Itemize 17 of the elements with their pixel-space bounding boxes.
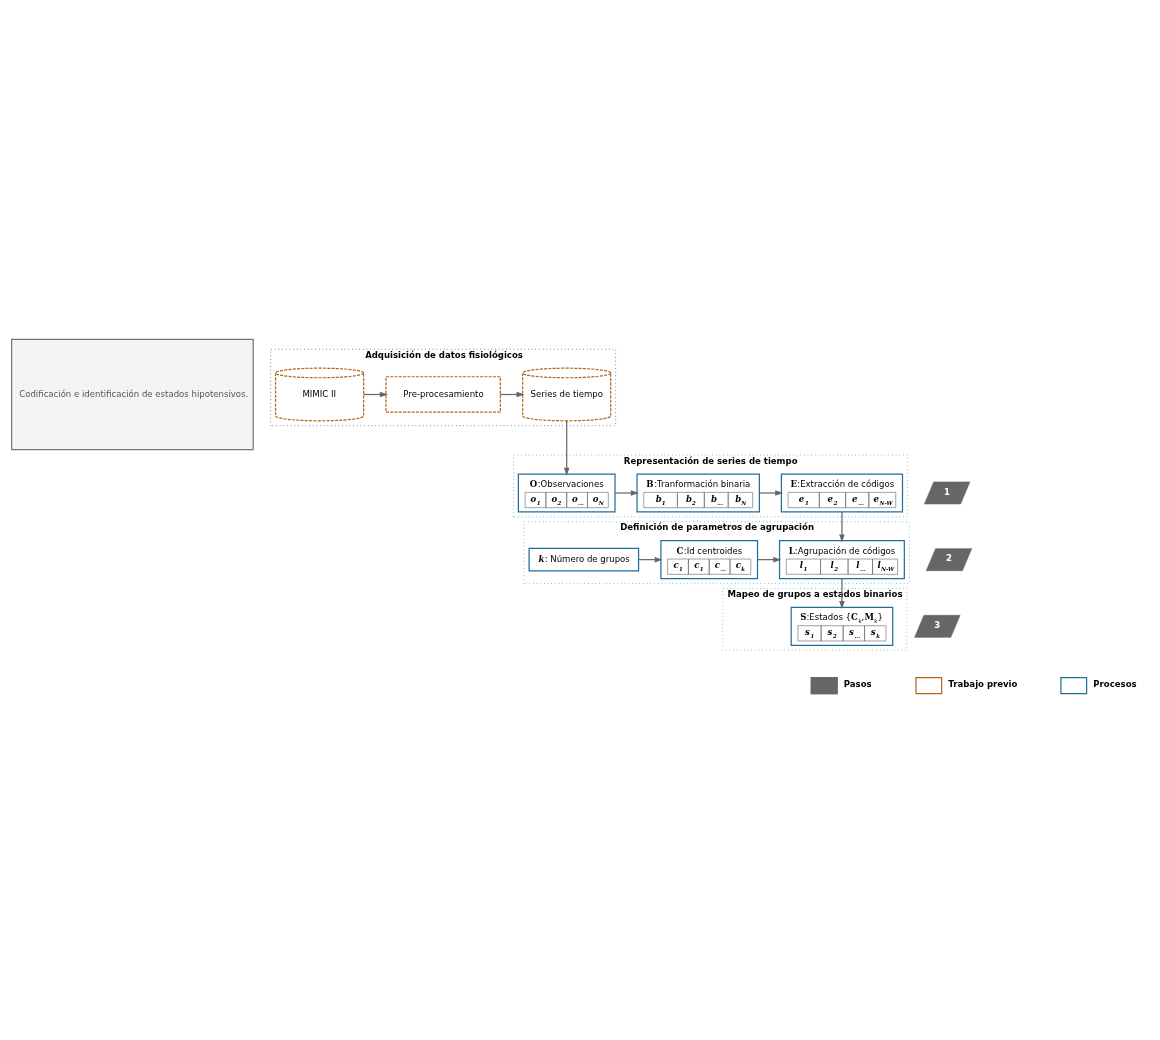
- legend-label: Trabajo previo: [948, 678, 1018, 689]
- node-box: C:Id centroides c$_{1}$ c$_{1}$ c$_{...}$ c$_{k}$: [660, 539, 759, 579]
- arrow: [839, 577, 845, 609]
- node-box: O:Observaciones o$_{1}$ o$_{2}$ o$_{...}$ o$_{N}$: [517, 472, 616, 513]
- node-box: S:Estados {C$_{k}$,M$_{k}$} s$_{1}$ s$_{2}$ s$_{...}$ s$_{k}$: [790, 606, 894, 646]
- arrow: [758, 489, 784, 496]
- legend-label: Pasos: [843, 678, 872, 689]
- node-box: B:Tranformación binaria b$_{1}$ b$_{2}$ b$_{...}$ b$_{N}$: [636, 472, 760, 513]
- node-box: Pre-procesamiento: [385, 375, 501, 413]
- legend-label: Procesos: [1093, 678, 1137, 689]
- arrow: [563, 419, 570, 476]
- node-box: k: Número de grupos: [528, 547, 640, 572]
- node-box: E:Extracción de códigos e$_{1}$ e$_{2}$ e$_{...}$ e$_{N-W}$: [780, 472, 904, 513]
- node-box: Codificación e identificación de estados hipotensivos.: [11, 338, 254, 450]
- arrow: [614, 489, 639, 496]
- arrow: [839, 510, 845, 542]
- node-box: L:Agrupación de códigos l$_{1}$ l$_{2}$ l$_{...}$ l$_{N-W}$: [778, 539, 905, 579]
